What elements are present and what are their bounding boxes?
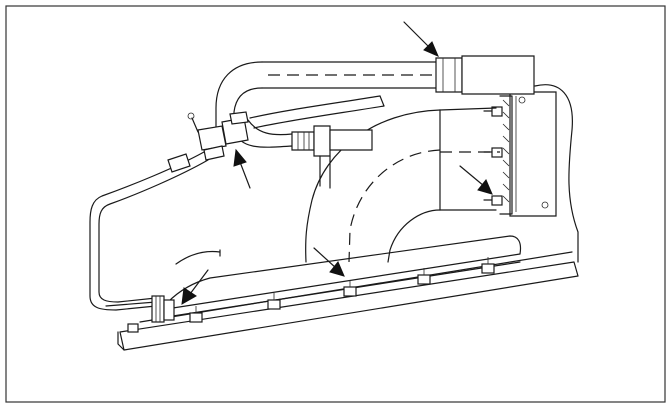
loose-hose bbox=[249, 95, 385, 129]
arrow-left-fitting bbox=[181, 269, 209, 305]
arrow-bracket-nut bbox=[313, 247, 345, 277]
inlet-hose bbox=[233, 119, 373, 189]
tee-fitting bbox=[187, 111, 249, 161]
upper-pipe bbox=[215, 55, 535, 131]
callout-arrows bbox=[181, 21, 493, 305]
arrow-hose-clamp bbox=[233, 148, 251, 189]
left-tube bbox=[89, 151, 209, 311]
left-end-fittings bbox=[151, 249, 221, 323]
rail-nuts bbox=[189, 257, 495, 323]
right-housing bbox=[499, 84, 579, 263]
arrow-flange-bolts bbox=[459, 165, 493, 195]
figure-border bbox=[5, 5, 666, 403]
arrow-top-coupling bbox=[403, 21, 439, 57]
